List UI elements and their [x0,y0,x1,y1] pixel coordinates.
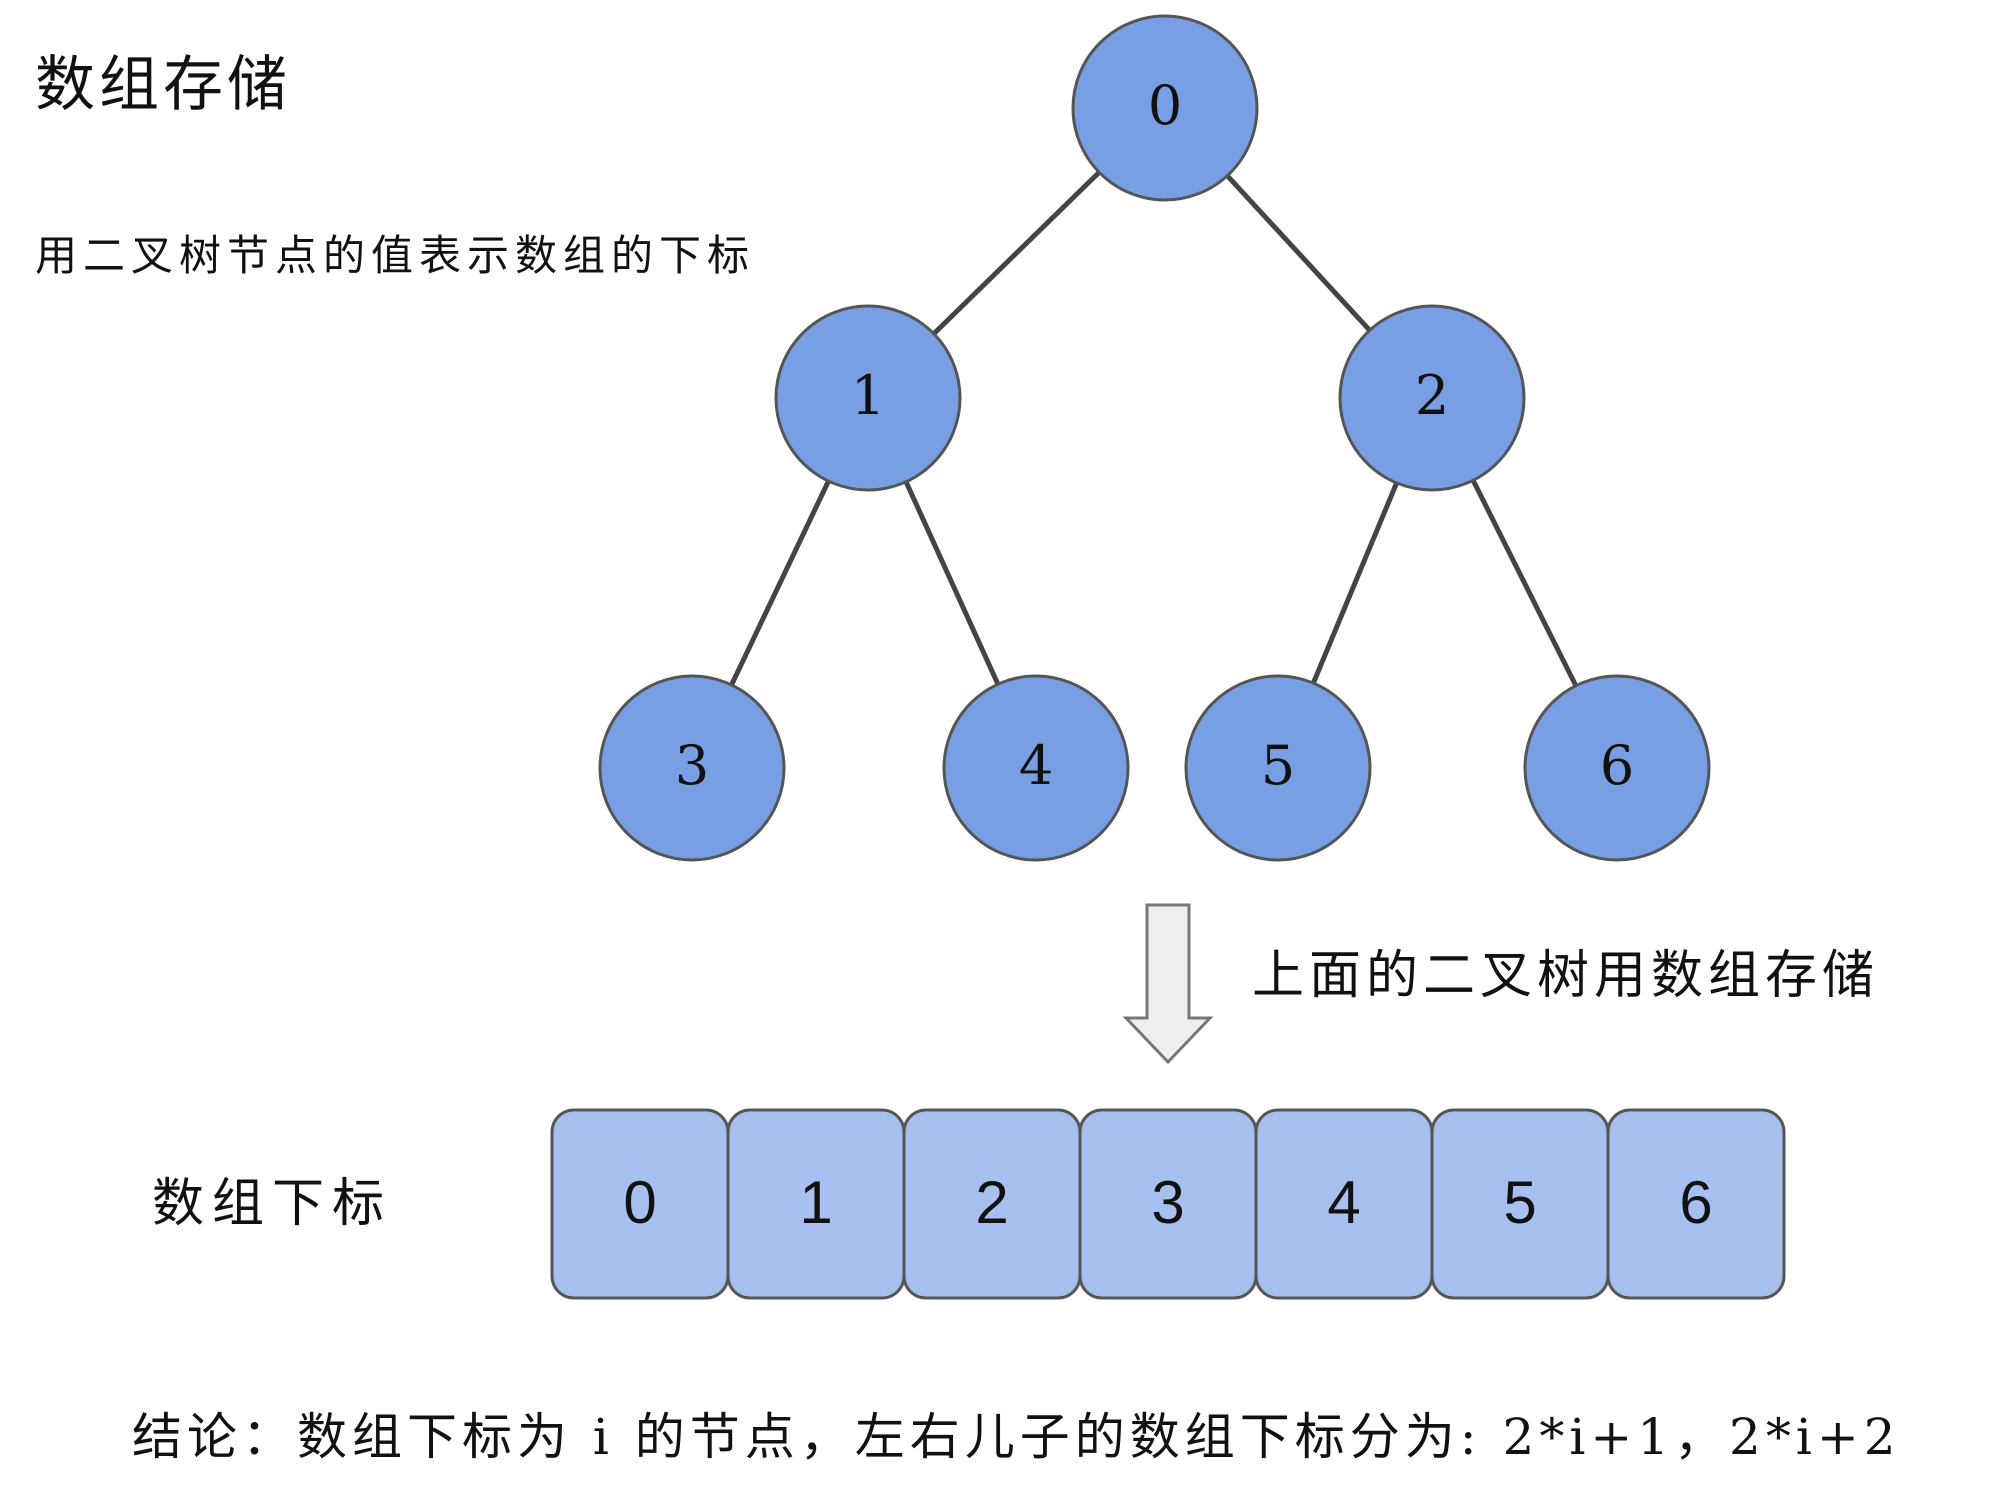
tree-node: 2 [1338,304,1526,492]
array-cell-label: 5 [1503,1169,1536,1236]
tree-node-circle [942,674,1130,862]
array-cell: 4 [1254,1108,1434,1300]
tree-node-label: 2 [1415,364,1449,427]
tree-node: 1 [774,304,962,492]
tree-node-circle [1184,674,1372,862]
array-cell: 0 [550,1108,730,1300]
array-cell: 1 [726,1108,906,1300]
array-cell-label: 1 [799,1169,832,1236]
array-cell-label: 6 [1679,1169,1712,1236]
array-cell: 3 [1078,1108,1258,1300]
tree-node: 3 [598,674,786,862]
array-cell-label: 4 [1327,1169,1360,1236]
page-title: 数组存储 [35,50,291,120]
tree-node-circle [774,304,962,492]
tree-node: 5 [1184,674,1372,862]
subtitle: 用二叉树节点的值表示数组的下标 [35,231,756,280]
tree-node-circle [1071,14,1259,202]
arrow-caption: 上面的二叉树用数组存储 [1252,946,1880,1006]
tree-node: 0 [1071,14,1259,202]
tree-node-circle [1338,304,1526,492]
tree-node-label: 0 [1148,74,1182,137]
conclusion-text: 结论：数组下标为 i 的节点，左右儿子的数组下标分为: 2*i+1，2*i+2 [132,1408,1901,1466]
tree-node-label: 3 [675,734,709,797]
tree-node-label: 1 [851,364,885,427]
array-cell-label: 2 [975,1169,1008,1236]
tree-node-circle [598,674,786,862]
array-cell: 5 [1430,1108,1610,1300]
array-cell: 2 [902,1108,1082,1300]
array-cell-label: 0 [623,1169,656,1236]
array-cell: 6 [1606,1108,1786,1300]
array-cell-label: 3 [1151,1169,1184,1236]
tree-node-label: 4 [1019,734,1053,797]
tree-node-circle [1523,674,1711,862]
array-cell-box [1606,1108,1786,1300]
tree-node: 4 [942,674,1130,862]
tree-node-label: 5 [1261,734,1295,797]
array-cells: 0 1 2 3 4 5 6 [550,1108,1786,1300]
array-label: 数组下标 [152,1174,393,1234]
down-arrow-icon [1122,903,1214,1065]
tree-node-label: 6 [1600,734,1634,797]
tree-node: 6 [1523,674,1711,862]
tree-nodes: 0 1 2 3 4 5 6 [598,14,1711,862]
